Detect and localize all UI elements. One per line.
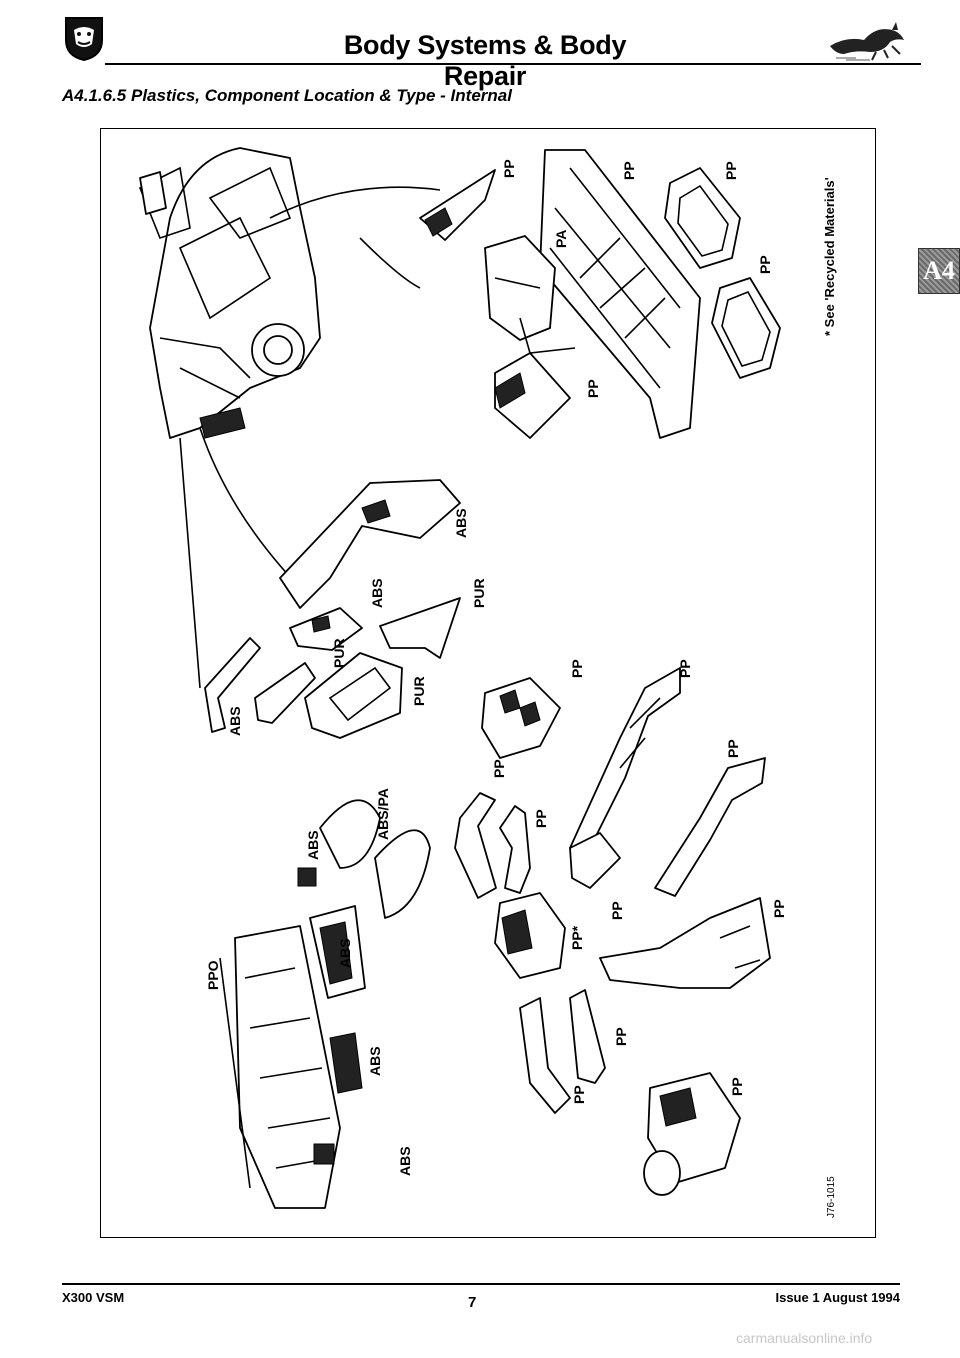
label-glovebox: PUR	[411, 676, 427, 706]
switch-part	[297, 867, 317, 887]
label-speaker-cover-upper: PP	[723, 161, 739, 180]
console-panel-part	[279, 479, 461, 609]
leader-line-post	[179, 437, 201, 689]
radio-panel-part	[329, 1032, 363, 1094]
label-floor-duct-upper: PP	[677, 659, 693, 678]
figure-frame	[100, 128, 876, 1238]
demister-duct-part	[569, 832, 621, 889]
face-vent-duct-part	[454, 792, 497, 899]
plastics-diagram: PP PP PP PA PP PP ABS ABS PUR PUR PUR AB…	[100, 128, 876, 1243]
speaker-cover-upper-part	[664, 167, 741, 269]
leaping-cat-icon	[826, 16, 906, 67]
page-header-title: Body Systems & Body Repair	[343, 30, 627, 91]
chapter-tab: A4	[918, 248, 960, 294]
car-illustration	[138, 147, 321, 439]
watermark-text: carmanualsonline.info	[736, 1330, 873, 1346]
fascia-part	[234, 925, 341, 1209]
label-sill-finisher-upper: PP	[621, 161, 637, 180]
glovebox-part	[304, 652, 403, 739]
floor-duct-lower-part	[599, 897, 771, 989]
section-heading: A4.1.6.5 Plastics, Component Location & …	[62, 86, 512, 105]
speaker-cover-lower-part	[711, 277, 781, 379]
label-top-duct: PP	[501, 159, 517, 178]
footer-issue-date: Issue 1 August 1994	[775, 1290, 900, 1305]
figure-reference: J76-1015	[826, 1176, 837, 1218]
label-rear-duct-a: PP	[571, 1085, 587, 1104]
label-switch-bezel: ABS	[337, 938, 353, 968]
jaguar-logo-icon	[62, 14, 106, 67]
label-radio-panel: ABS	[367, 1046, 383, 1076]
footer-rule	[62, 1283, 900, 1285]
cowl-inner-part	[319, 799, 381, 869]
label-cowl-inner: ABS	[305, 830, 321, 860]
label-demister-duct: PP	[609, 901, 625, 920]
label-cowl-outer: ABS/PA	[375, 788, 391, 840]
label-door-pocket: PUR	[471, 578, 487, 608]
footer-manual-code: X300 VSM	[62, 1290, 125, 1305]
label-floor-duct-mid: PP	[725, 739, 741, 758]
a-post-trim-part	[204, 637, 261, 733]
floor-duct-mid-part	[654, 757, 766, 897]
blower-housing-part	[481, 677, 561, 759]
face-vent-elbow-part	[499, 805, 531, 894]
label-fascia: PPO	[205, 960, 221, 990]
label-speaker-cover-lower: PP	[757, 255, 773, 274]
side-vent-part	[313, 1143, 335, 1165]
label-rear-duct-b: PP	[613, 1027, 629, 1046]
footer-page-number: 7	[468, 1294, 477, 1311]
vent-grille-part	[494, 352, 571, 439]
sill-finisher-part	[539, 149, 701, 439]
door-pull-part	[254, 662, 316, 724]
cowl-outer-part	[374, 829, 431, 919]
label-blower-housing: PP	[569, 659, 585, 678]
rear-duct-a-part	[519, 997, 571, 1114]
rear-duct-b-part	[569, 989, 606, 1084]
recycled-materials-note: * See 'Recycled Materials'	[822, 177, 837, 336]
label-face-vent-duct: PP	[491, 759, 507, 778]
label-a-post-trim: ABS	[227, 706, 243, 736]
fusebox-part	[484, 235, 556, 341]
label-side-vent: ABS	[397, 1146, 413, 1176]
label-heater-assembly: PP*	[569, 925, 585, 950]
door-pocket-part	[379, 597, 461, 659]
label-console-panel: ABS	[453, 508, 469, 538]
leader-line-sill	[359, 237, 421, 289]
label-fusebox: PA	[553, 230, 569, 248]
label-floor-duct-lower: PP	[771, 899, 787, 918]
label-face-vent-elbow: PP	[533, 809, 549, 828]
label-sill-finisher: PP	[585, 379, 601, 398]
header-rule	[105, 63, 921, 65]
label-door-pull: ABS	[369, 578, 385, 608]
leader-line-duct	[269, 186, 441, 219]
label-pillar-trim: PUR	[331, 638, 347, 668]
label-rear-outlet: PP	[729, 1077, 745, 1096]
